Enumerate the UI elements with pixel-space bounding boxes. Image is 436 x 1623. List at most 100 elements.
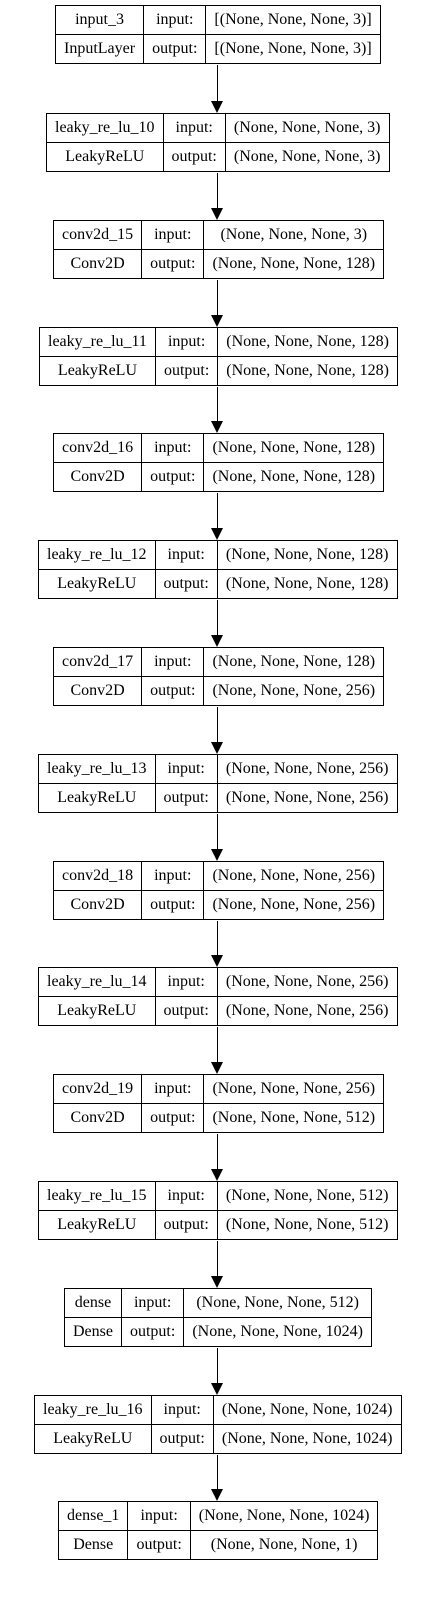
arrow-down-icon — [211, 955, 223, 967]
output-shape: (None, None, None, 256) — [203, 676, 385, 706]
layer-name: input_3 — [54, 5, 145, 35]
output-label: output: — [154, 996, 218, 1026]
output-shape: (None, None, None, 128) — [203, 462, 385, 492]
edge-line — [217, 1027, 219, 1064]
input-shape: (None, None, None, 1024) — [189, 1501, 379, 1531]
output-label: output: — [141, 1103, 205, 1133]
layer-name: dense_1 — [57, 1501, 129, 1531]
edge-line — [217, 280, 219, 317]
output-label: output: — [141, 462, 205, 492]
input-label: input: — [141, 1074, 205, 1104]
arrow-down-icon — [211, 1383, 223, 1395]
output-shape: (None, None, None, 256) — [203, 890, 385, 920]
layer-name: conv2d_19 — [52, 1074, 143, 1104]
layer-type: InputLayer — [54, 34, 145, 64]
layer-type: Conv2D — [52, 462, 143, 492]
output-shape: (None, None, None, 128) — [217, 356, 398, 386]
input-shape: (None, None, None, 1024) — [212, 1395, 402, 1425]
input-shape: (None, None, None, 3) — [203, 220, 385, 250]
output-label: output: — [154, 356, 219, 386]
layer-type: LeakyReLU — [34, 1424, 152, 1454]
output-shape: (None, None, None, 256) — [216, 996, 398, 1026]
arrow-down-icon — [211, 1062, 223, 1074]
input-label: input: — [162, 113, 226, 143]
layer-type: LeakyReLU — [38, 996, 156, 1026]
input-shape: (None, None, None, 256) — [216, 754, 398, 784]
input-shape: (None, None, None, 128) — [217, 327, 398, 357]
output-label: output: — [141, 890, 205, 920]
edge-line — [217, 1348, 219, 1385]
edge-line — [217, 1455, 219, 1491]
input-label: input: — [150, 1395, 214, 1425]
edge-line — [217, 921, 219, 957]
arrow-down-icon — [211, 849, 223, 861]
arrow-down-icon — [211, 421, 223, 433]
arrow-down-icon — [211, 528, 223, 540]
output-shape: (None, None, None, 128) — [216, 569, 398, 599]
input-label: input: — [154, 967, 218, 997]
edge-line — [217, 65, 219, 103]
layer-name: conv2d_17 — [52, 647, 143, 677]
input-label: input: — [141, 220, 205, 250]
layer-name: leaky_re_lu_14 — [38, 967, 156, 997]
output-shape: (None, None, None, 128) — [203, 249, 385, 279]
layer-type: LeakyReLU — [38, 783, 156, 813]
arrow-down-icon — [211, 635, 223, 647]
output-label: output: — [150, 1424, 214, 1454]
layer-name: conv2d_16 — [52, 433, 143, 463]
arrow-down-icon — [211, 742, 223, 754]
output-shape: (None, None, None, 512) — [203, 1103, 385, 1133]
output-label: output: — [120, 1317, 185, 1347]
layer-type: Dense — [57, 1530, 129, 1560]
edge-line — [217, 600, 219, 637]
layer-name: leaky_re_lu_11 — [39, 327, 156, 357]
layer-type: Conv2D — [52, 1103, 143, 1133]
arrow-down-icon — [211, 208, 223, 220]
layer-type: LeakyReLU — [38, 569, 156, 599]
layer-type: Conv2D — [52, 676, 143, 706]
layer-type: LeakyReLU — [38, 1210, 156, 1240]
edge-line — [217, 1241, 219, 1278]
input-label: input: — [154, 327, 219, 357]
output-shape: (None, None, None, 512) — [216, 1210, 398, 1240]
input-label: input: — [141, 861, 205, 891]
input-shape: (None, None, None, 256) — [216, 967, 398, 997]
output-label: output: — [143, 34, 207, 64]
layer-type: LeakyReLU — [46, 142, 164, 172]
input-shape: (None, None, None, 256) — [203, 1074, 385, 1104]
output-label: output: — [141, 676, 205, 706]
output-label: output: — [154, 783, 218, 813]
layer-name: conv2d_18 — [52, 861, 143, 891]
input-shape: (None, None, None, 3) — [224, 113, 390, 143]
output-shape: (None, None, None, 3) — [224, 142, 390, 172]
layer-name: conv2d_15 — [52, 220, 143, 250]
input-shape: (None, None, None, 128) — [203, 647, 385, 677]
output-shape: (None, None, None, 1) — [189, 1530, 379, 1560]
arrow-down-icon — [211, 1489, 223, 1501]
arrow-down-icon — [211, 101, 223, 113]
layer-type: Conv2D — [52, 890, 143, 920]
input-shape: (None, None, None, 128) — [203, 433, 385, 463]
layer-type: Dense — [64, 1317, 122, 1347]
